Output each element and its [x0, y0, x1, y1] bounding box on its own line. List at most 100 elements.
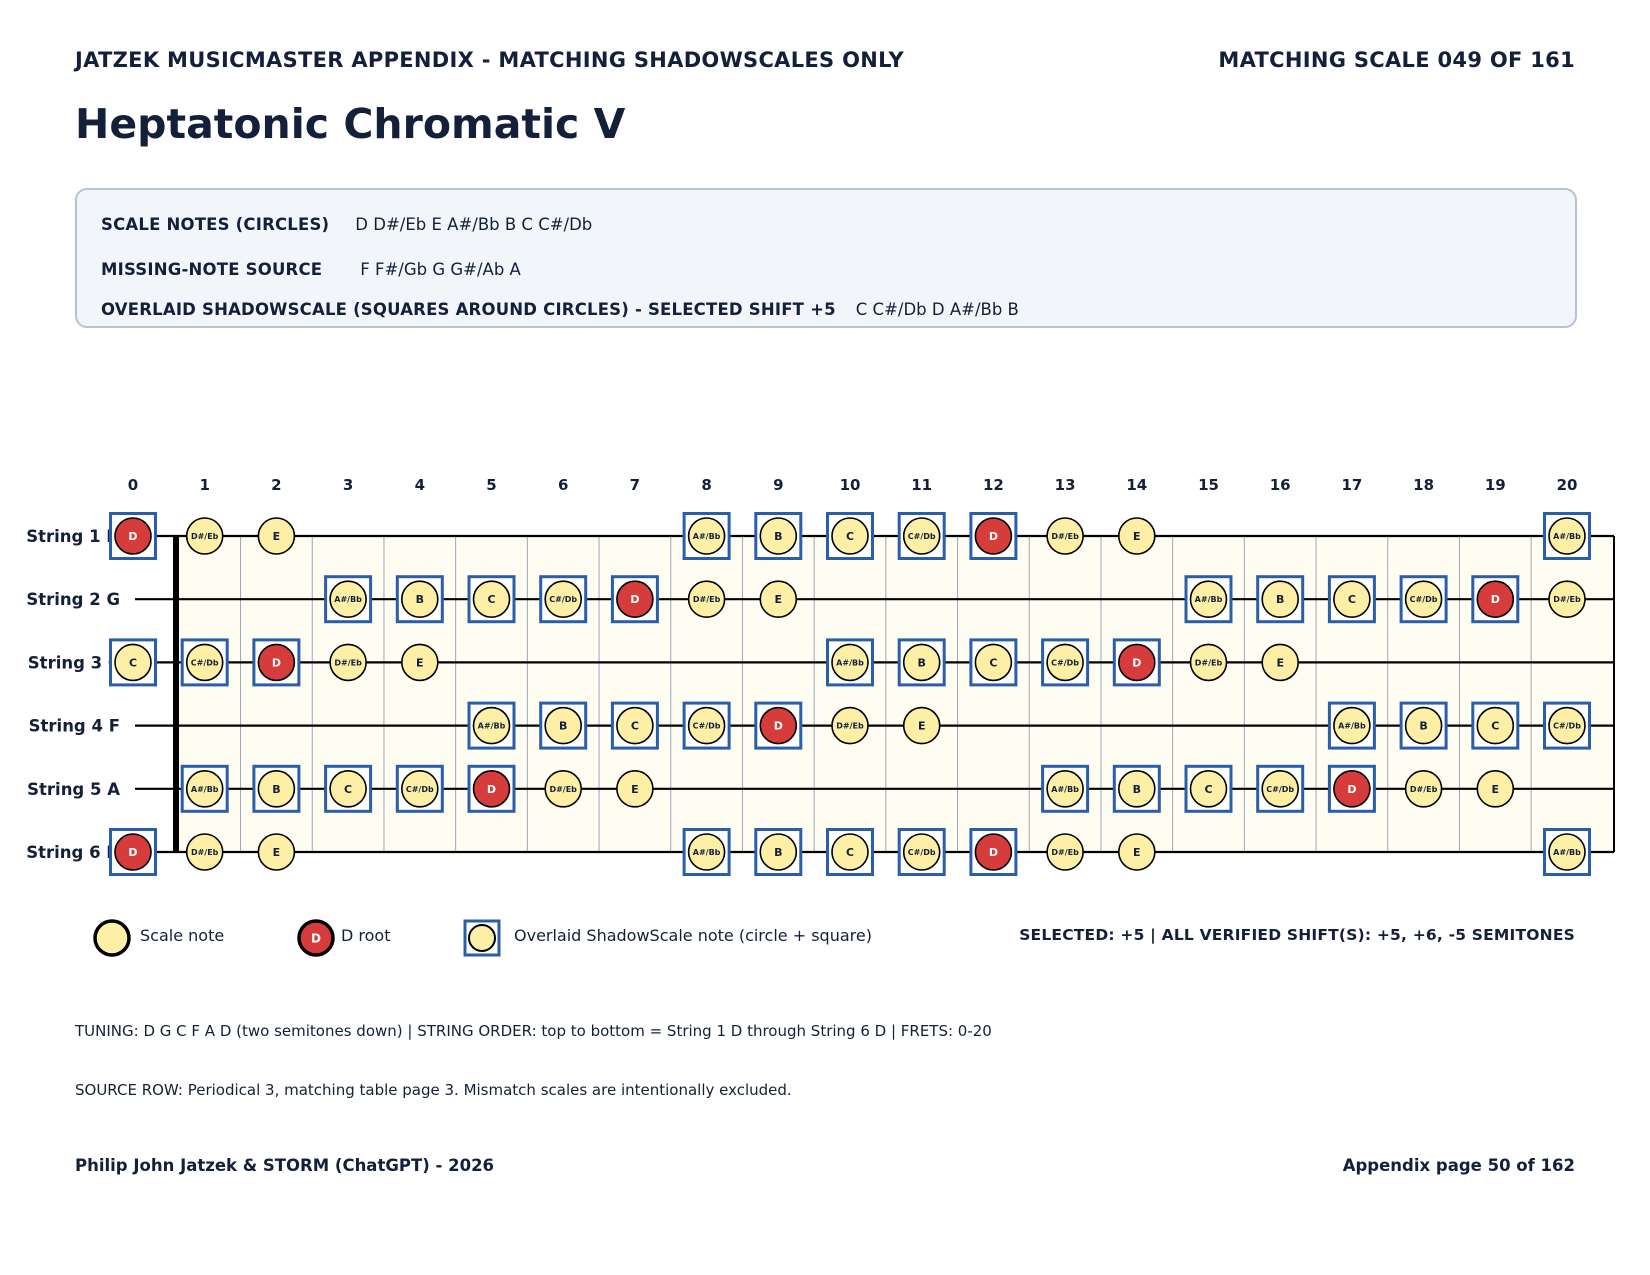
- scale-note-marker: [472, 706, 511, 745]
- missing-notes-value: F F#/Gb G G#/Ab A: [360, 260, 521, 279]
- scale-note-marker: [616, 706, 654, 745]
- root-note-marker: [759, 706, 798, 745]
- overlay-notes-row: OVERLAID SHADOWSCALE (SQUARES AROUND CIR…: [101, 300, 1019, 319]
- note-label: D#/Eb: [549, 785, 577, 794]
- scale-note-marker: [759, 517, 798, 555]
- scale-note-marker: [687, 706, 726, 745]
- note-label: C#/Db: [908, 848, 936, 857]
- root-note-marker: [257, 643, 296, 682]
- fret-number: 10: [840, 476, 861, 494]
- scale-note-marker: [687, 580, 726, 619]
- root-note-marker: [974, 833, 1013, 871]
- legend-overlay-icon: [463, 919, 501, 957]
- note-label: E: [1276, 656, 1284, 669]
- note-label: B: [1276, 593, 1284, 606]
- scale-note-marker: [831, 833, 869, 871]
- note-label: C#/Db: [908, 532, 936, 541]
- scale-note-marker: [1548, 833, 1586, 871]
- scale-note-marker: [831, 706, 869, 745]
- scale-note-marker: [185, 517, 224, 555]
- note-label: A#/Bb: [693, 532, 721, 541]
- scale-note-marker: [902, 833, 941, 871]
- note-label: C: [344, 783, 352, 796]
- scale-note-marker: [687, 833, 726, 871]
- root-note-marker: [1118, 643, 1156, 682]
- note-label: E: [775, 593, 783, 606]
- appendix-header: JATZEK MUSICMASTER APPENDIX - MATCHING S…: [75, 48, 905, 72]
- note-label: D: [128, 846, 137, 859]
- note-label: E: [273, 846, 281, 859]
- scale-note-marker: [1261, 769, 1299, 808]
- scale-note-marker: [902, 706, 941, 745]
- note-label: C: [1491, 720, 1499, 733]
- fret-number: 5: [486, 476, 496, 494]
- scale-note-marker: [1118, 517, 1156, 555]
- shift-status: SELECTED: +5 | ALL VERIFIED SHIFT(S): +5…: [1019, 926, 1575, 944]
- fret-number: 13: [1055, 476, 1076, 494]
- note-label: B: [1419, 720, 1427, 733]
- note-label: E: [1133, 530, 1141, 543]
- legend-scale-note-icon: [93, 919, 131, 957]
- fret-number: 16: [1270, 476, 1291, 494]
- scale-note-marker: [1189, 769, 1228, 808]
- scale-counter: MATCHING SCALE 049 OF 161: [1218, 48, 1575, 72]
- scale-note-marker: [831, 517, 869, 555]
- note-label: E: [631, 783, 639, 796]
- scale-note-marker: [329, 769, 367, 808]
- note-label: A#/Bb: [836, 658, 864, 667]
- note-label: C#/Db: [549, 595, 577, 604]
- fret-number: 3: [343, 476, 353, 494]
- note-label: D#/Eb: [191, 848, 219, 857]
- note-label: C#/Db: [1410, 595, 1438, 604]
- overlay-notes-label: OVERLAID SHADOWSCALE (SQUARES AROUND CIR…: [101, 300, 836, 319]
- scale-note-marker: [902, 517, 941, 555]
- fret-number: 12: [983, 476, 1004, 494]
- overlay-notes-value: C C#/Db D A#/Bb B: [855, 300, 1019, 319]
- scale-note-marker: [902, 643, 941, 682]
- scale-note-marker: [472, 580, 511, 619]
- scale-note-marker: [185, 643, 224, 682]
- author-credit: Philip John Jatzek & STORM (ChatGPT) - 2…: [75, 1156, 495, 1175]
- scale-note-marker: [1476, 706, 1515, 745]
- note-label: D: [630, 593, 639, 606]
- fret-number: 7: [630, 476, 640, 494]
- scale-note-marker: [257, 833, 296, 871]
- scale-note-marker: [1118, 833, 1156, 871]
- fretboard-background: [176, 536, 1614, 852]
- scale-note-marker: [544, 706, 583, 745]
- scale-note-marker: [400, 580, 439, 619]
- scale-note-marker: [1548, 580, 1586, 619]
- page-title: Heptatonic Chromatic V: [75, 100, 626, 148]
- scale-note-marker: [974, 643, 1013, 682]
- scale-note-marker: [1118, 769, 1156, 808]
- note-label: A#/Bb: [1553, 532, 1581, 541]
- scale-note-marker: [185, 833, 224, 871]
- scale-note-marker: [1548, 517, 1586, 555]
- note-label: C: [487, 593, 495, 606]
- note-label: D#/Eb: [1195, 658, 1223, 667]
- fret-number: 8: [701, 476, 711, 494]
- root-note-marker: [1333, 769, 1371, 808]
- note-label: D: [989, 530, 998, 543]
- scale-note-marker: [1046, 643, 1084, 682]
- scale-note-marker: [544, 580, 583, 619]
- note-label: D: [487, 783, 496, 796]
- scale-note-marker: [1046, 517, 1084, 555]
- string-label: String 3 C: [28, 653, 120, 672]
- string-label: String 1 D: [26, 527, 120, 546]
- scale-note-marker: [831, 643, 869, 682]
- scale-notes-row: SCALE NOTES (CIRCLES)D D#/Eb E A#/Bb B C…: [101, 215, 592, 234]
- note-label: B: [774, 846, 782, 859]
- scale-notes-label: SCALE NOTES (CIRCLES): [101, 215, 330, 234]
- legend-root-icon: D: [297, 919, 335, 957]
- scale-note-marker: [400, 643, 439, 682]
- legend-root-label: D root: [341, 926, 391, 945]
- scale-note-marker: [759, 833, 798, 871]
- fret-number: 9: [773, 476, 783, 494]
- fret-number: 15: [1198, 476, 1219, 494]
- note-label: A#/Bb: [693, 848, 721, 857]
- note-label: A#/Bb: [191, 785, 219, 794]
- page-number: Appendix page 50 of 162: [1342, 1156, 1575, 1175]
- scale-note-marker: [759, 580, 798, 619]
